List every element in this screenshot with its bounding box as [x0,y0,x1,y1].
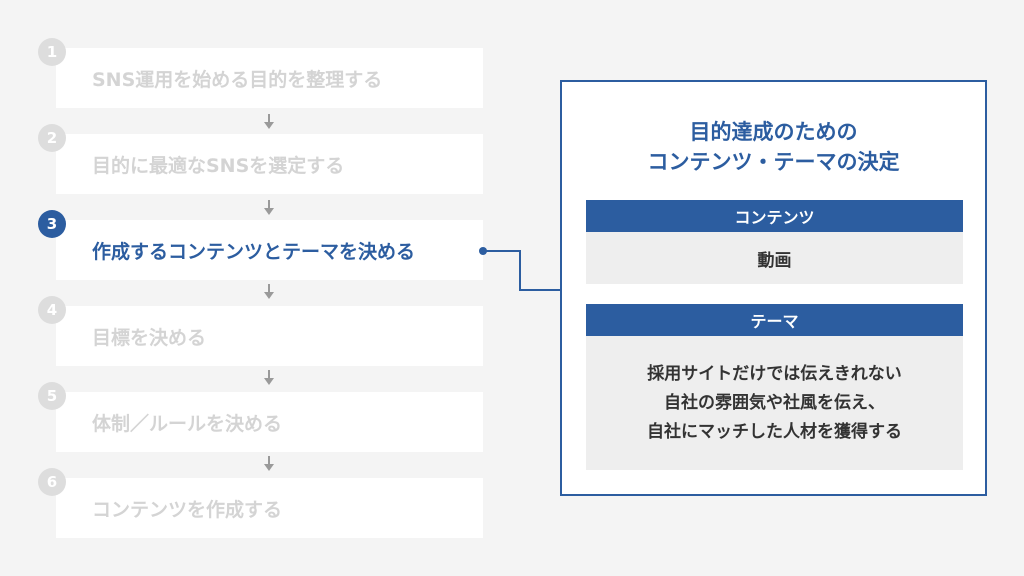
step-5-label: 体制／ルールを決める [92,412,283,435]
theme-section-body: 採用サイトだけでは伝えきれない 自社の雰囲気や社風を伝え、 自社にマッチした人材… [586,336,963,470]
step-1-box: SNS運用を始める目的を整理する [56,48,483,108]
step-1-number: 1 [38,38,66,66]
theme-line-3: 自社にマッチした人材を獲得する [647,421,902,442]
theme-line-1: 採用サイトだけでは伝えきれない [647,363,902,384]
down-arrow-icon [264,114,274,129]
down-arrow-icon [264,370,274,385]
step-4-number: 4 [38,296,66,324]
content-section-header: コンテンツ [586,200,963,232]
step-5-number: 5 [38,382,66,410]
step-6-label: コンテンツを作成する [92,498,283,521]
step-3-box: 作成するコンテンツとテーマを決める [56,220,483,280]
step-2-number: 2 [38,124,66,152]
step-5-box: 体制／ルールを決める [56,392,483,452]
detail-panel: 目的達成のための コンテンツ・テーマの決定 コンテンツ 動画 テーマ 採用サイト… [560,80,987,496]
theme-line-2: 自社の雰囲気や社風を伝え、 [664,392,885,413]
panel-title-line2: コンテンツ・テーマの決定 [647,150,900,174]
panel-title-line1: 目的達成のための [689,120,858,144]
step-2-label: 目的に最適なSNSを選定する [92,154,345,177]
theme-section-header: テーマ [586,304,963,336]
step-1-label: SNS運用を始める目的を整理する [92,68,383,91]
step-3-label: 作成するコンテンツとテーマを決める [92,240,416,263]
step-4-box: 目標を決める [56,306,483,366]
content-section-body: 動画 [586,232,963,284]
step-4-label: 目標を決める [92,326,207,349]
step-6-box: コンテンツを作成する [56,478,483,538]
step-2-box: 目的に最適なSNSを選定する [56,134,483,194]
content-value: 動画 [757,250,792,271]
step-3-number: 3 [38,210,66,238]
down-arrow-icon [264,456,274,471]
down-arrow-icon [264,284,274,299]
down-arrow-icon [264,200,274,215]
step-6-number: 6 [38,468,66,496]
